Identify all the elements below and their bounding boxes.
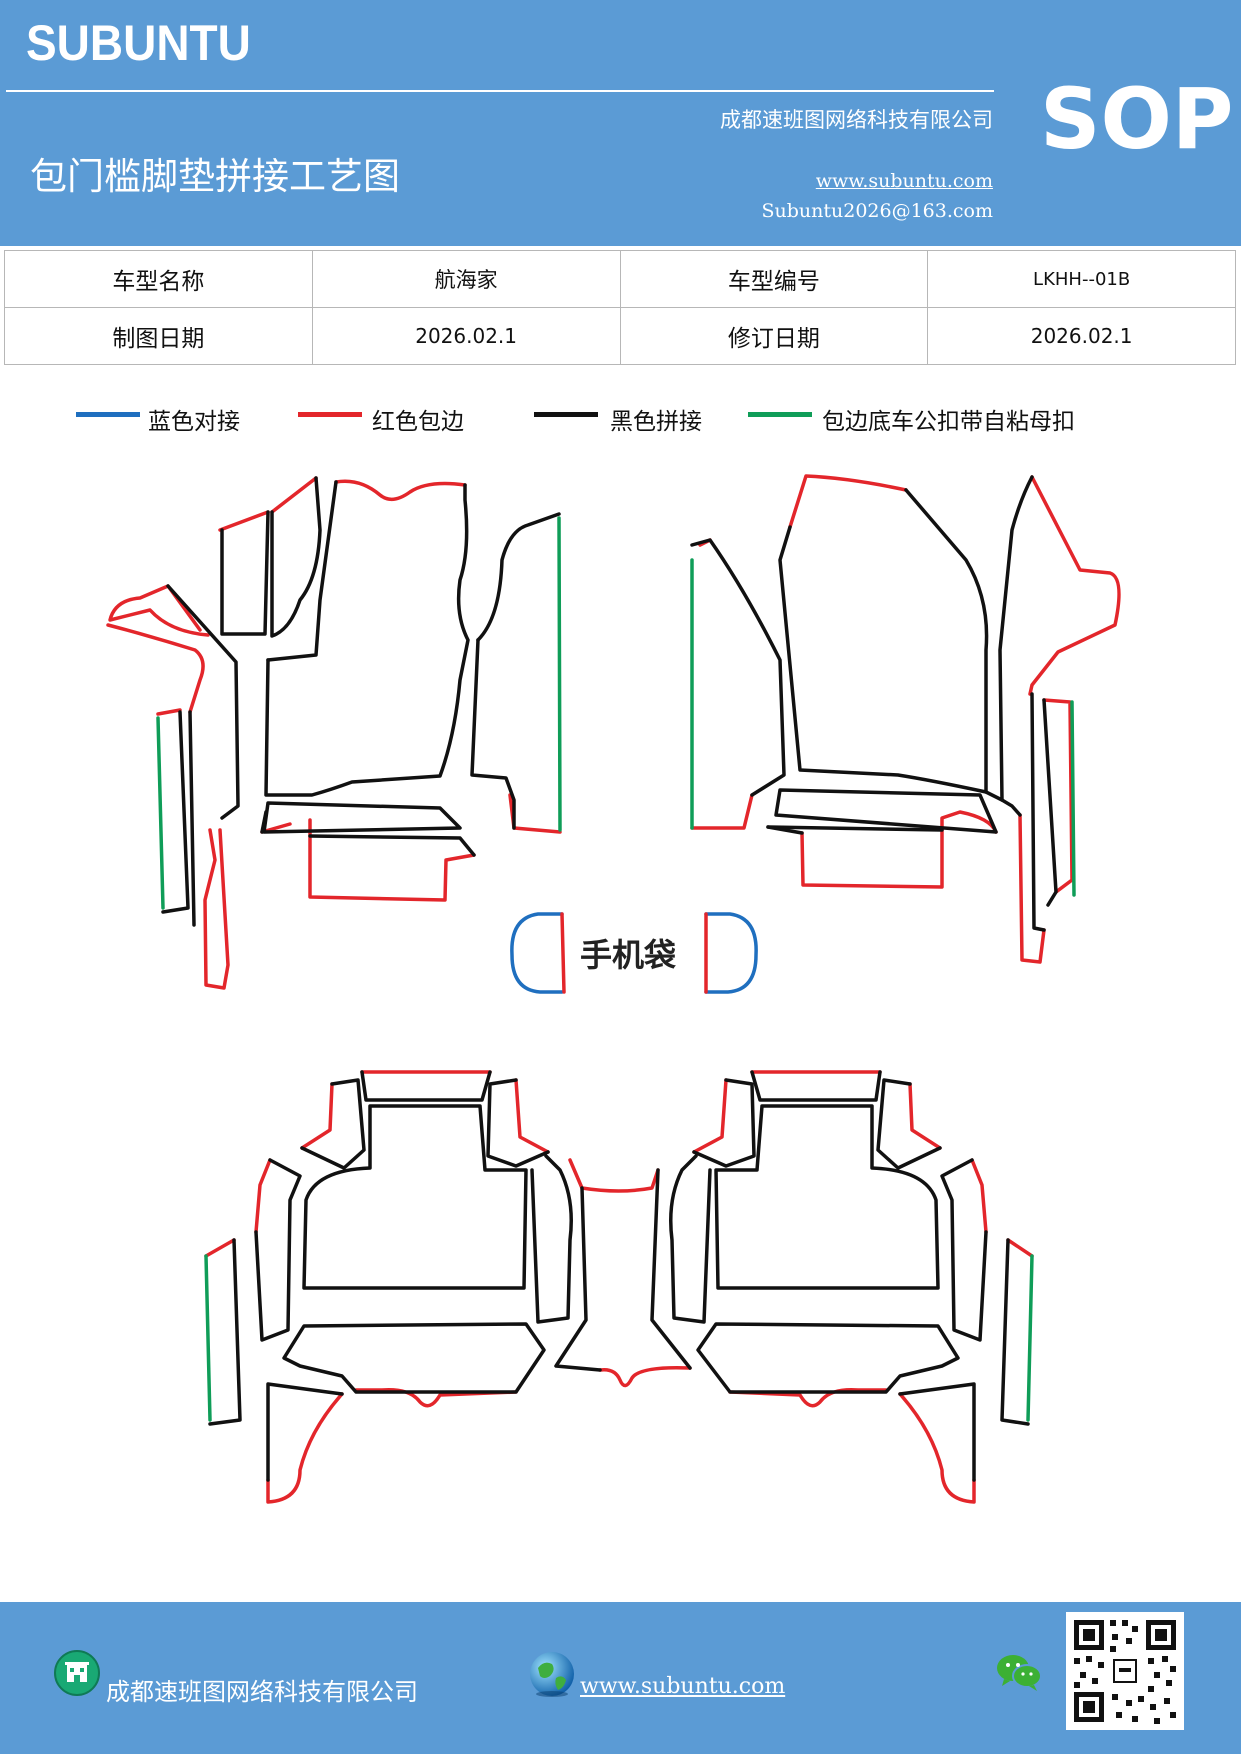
qr-code[interactable]	[1066, 1612, 1184, 1730]
wechat-icon	[997, 1655, 1042, 1691]
draw-date-value: 2026.02.1	[311, 307, 621, 365]
legend-label: 包边底车公扣带自粘母扣	[822, 409, 1075, 435]
revision-date-label: 修订日期	[619, 307, 929, 365]
header-email[interactable]: Subuntu2026@163.com	[761, 200, 993, 222]
sop-label: SOP	[1040, 70, 1234, 168]
building-icon	[54, 1650, 100, 1696]
front-right-mat	[690, 474, 1121, 964]
footer-banner: 成都速班图网络科技有限公司 www.subuntu.com	[0, 1602, 1241, 1754]
vehicle-name-label: 车型名称	[4, 250, 313, 308]
table-row: 车型名称 航海家 车型编号 LKHH--01B	[4, 250, 1236, 308]
globe-icon	[530, 1652, 574, 1697]
legend-label: 蓝色对接	[148, 409, 240, 435]
brand-logo: SUBUNTU	[26, 15, 251, 71]
phone-bag-label: 手机袋	[580, 936, 677, 974]
rear-left-mat	[204, 1070, 692, 1504]
legend: 蓝色对接 红色包边 黑色拼接 包边底车公扣带自粘母扣	[0, 400, 1241, 440]
header-company: 成都速班图网络科技有限公司	[720, 108, 993, 132]
phone-bag-left	[510, 912, 566, 994]
document-title: 包门槛脚垫拼接工艺图	[30, 155, 400, 198]
vehicle-code-value: LKHH--01B	[927, 250, 1236, 308]
header-divider	[6, 90, 994, 92]
phone-bag-right	[704, 912, 758, 994]
footer-website-link[interactable]: www.subuntu.com	[580, 1674, 786, 1699]
legend-label: 红色包边	[372, 409, 464, 435]
legend-swatch	[298, 412, 362, 417]
legend-swatch	[534, 412, 598, 417]
header-banner: SUBUNTU 成都速班图网络科技有限公司 包门槛脚垫拼接工艺图 www.sub…	[0, 0, 1241, 246]
footer-company: 成都速班图网络科技有限公司	[106, 1678, 418, 1706]
legend-label: 黑色拼接	[610, 409, 702, 435]
rear-right-mat	[669, 1070, 1034, 1504]
header-website-link[interactable]: www.subuntu.com	[815, 170, 993, 192]
vehicle-code-label: 车型编号	[619, 250, 929, 308]
info-table: 车型名称 航海家 车型编号 LKHH--01B 制图日期 2026.02.1 修…	[4, 250, 1236, 365]
revision-date-value: 2026.02.1	[927, 307, 1236, 365]
legend-swatch	[76, 412, 140, 417]
mat-splicing-diagram	[106, 474, 1121, 1504]
legend-swatch	[748, 412, 812, 417]
vehicle-name-value: 航海家	[311, 250, 621, 308]
table-row: 制图日期 2026.02.1 修订日期 2026.02.1	[4, 307, 1236, 365]
draw-date-label: 制图日期	[4, 307, 313, 365]
front-left-mat	[106, 476, 562, 990]
